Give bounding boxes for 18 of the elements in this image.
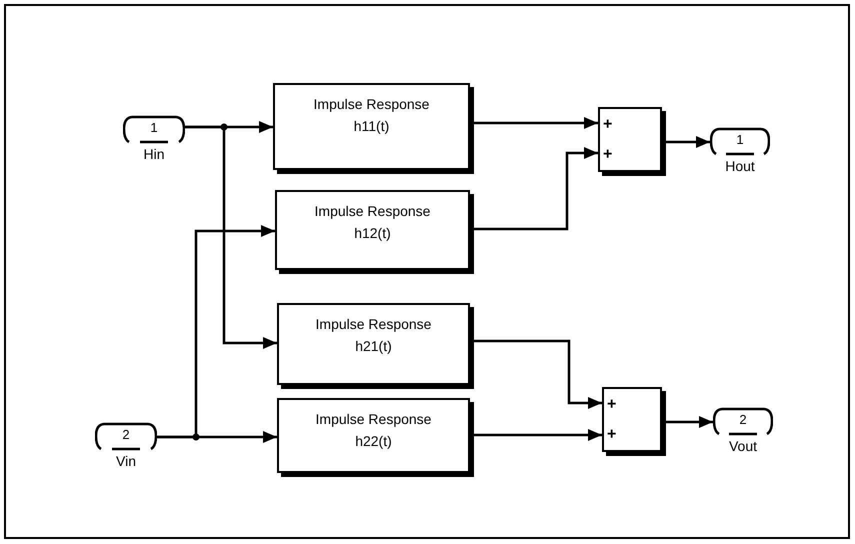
block-label: Impulse Response h11(t) bbox=[312, 95, 430, 136]
port-name: Vin bbox=[115, 453, 137, 469]
port-name: Vout bbox=[728, 438, 758, 454]
signal-arrow bbox=[157, 225, 275, 438]
sign-label: + bbox=[607, 397, 616, 413]
port-name: Hin bbox=[142, 146, 166, 162]
sign-label: + bbox=[607, 427, 616, 443]
sign-label: + bbox=[603, 117, 612, 133]
block-label: Impulse Response h22(t) bbox=[314, 410, 432, 451]
sign-label: + bbox=[603, 147, 612, 163]
port-number: 1 bbox=[149, 121, 159, 135]
signal-arrow bbox=[185, 126, 277, 349]
block-label: Impulse Response h21(t) bbox=[314, 315, 432, 356]
port-number: 2 bbox=[738, 413, 748, 427]
port-number: 2 bbox=[121, 428, 131, 442]
port-name: Hout bbox=[724, 158, 756, 174]
block-label: Impulse Response h12(t) bbox=[314, 202, 432, 243]
port-number: 1 bbox=[735, 133, 745, 147]
